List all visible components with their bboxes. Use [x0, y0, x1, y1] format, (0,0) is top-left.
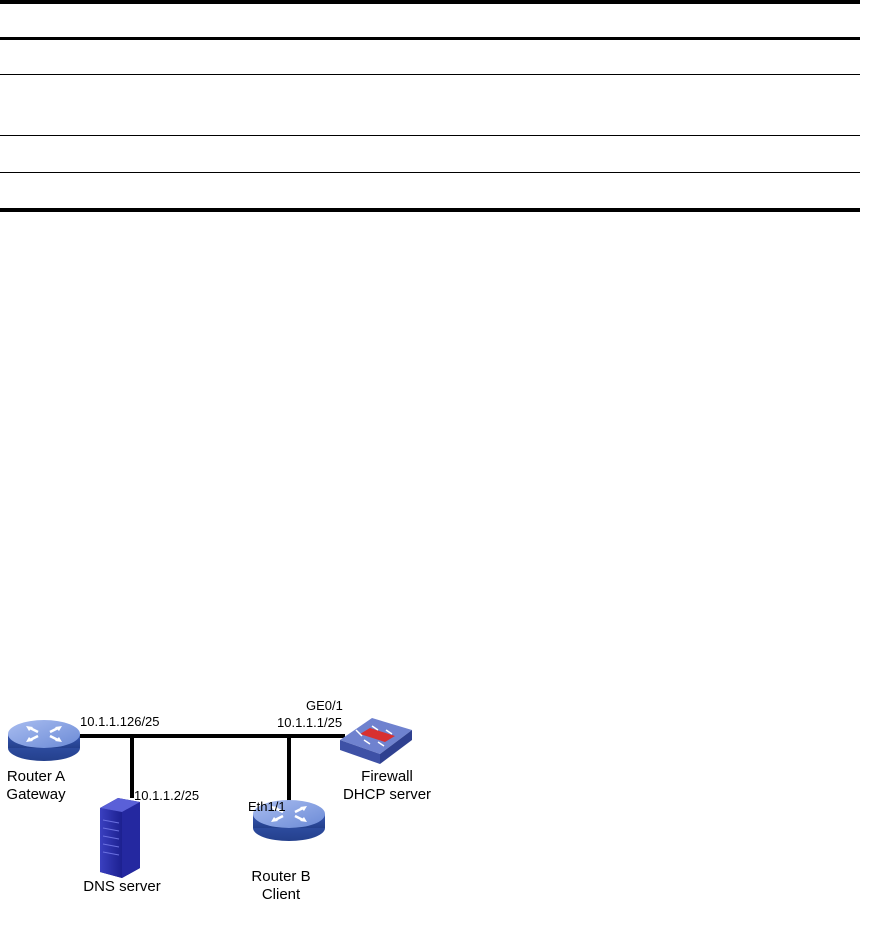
- dns-server-ip-label: 10.1.1.2/25: [134, 788, 200, 803]
- router-b-icon: [253, 800, 325, 841]
- router-b-name: Router B: [251, 868, 311, 885]
- firewall-role: DHCP server: [342, 786, 432, 803]
- router-b-interface-label: Eth1/1: [248, 799, 286, 814]
- dns-server-icon: [100, 798, 140, 878]
- firewall-ip-label: 10.1.1.1/25: [277, 715, 343, 730]
- network-diagram: 10.1.1.126/25 10.1.1.2/25 GE0/1 10.1.1.1…: [0, 660, 460, 910]
- table-bottom-rule: [0, 208, 860, 212]
- table-row-rule-2: [0, 135, 860, 136]
- router-a-ip-label: 10.1.1.126/25: [80, 714, 160, 729]
- network-diagram-graphics: [8, 718, 412, 878]
- router-a-name: Router A: [6, 768, 66, 785]
- dns-server-name: DNS server: [83, 878, 161, 895]
- router-a-icon: [8, 720, 80, 761]
- table-header-rule: [0, 37, 860, 40]
- router-b-role: Client: [261, 886, 301, 903]
- router-a-role: Gateway: [6, 786, 66, 803]
- table-top-rule: [0, 0, 860, 4]
- table-row-rule-1: [0, 74, 860, 75]
- firewall-icon: [340, 718, 412, 764]
- firewall-name: Firewall: [361, 768, 413, 785]
- table-row-rule-3: [0, 172, 860, 173]
- firewall-interface-label: GE0/1: [306, 698, 343, 713]
